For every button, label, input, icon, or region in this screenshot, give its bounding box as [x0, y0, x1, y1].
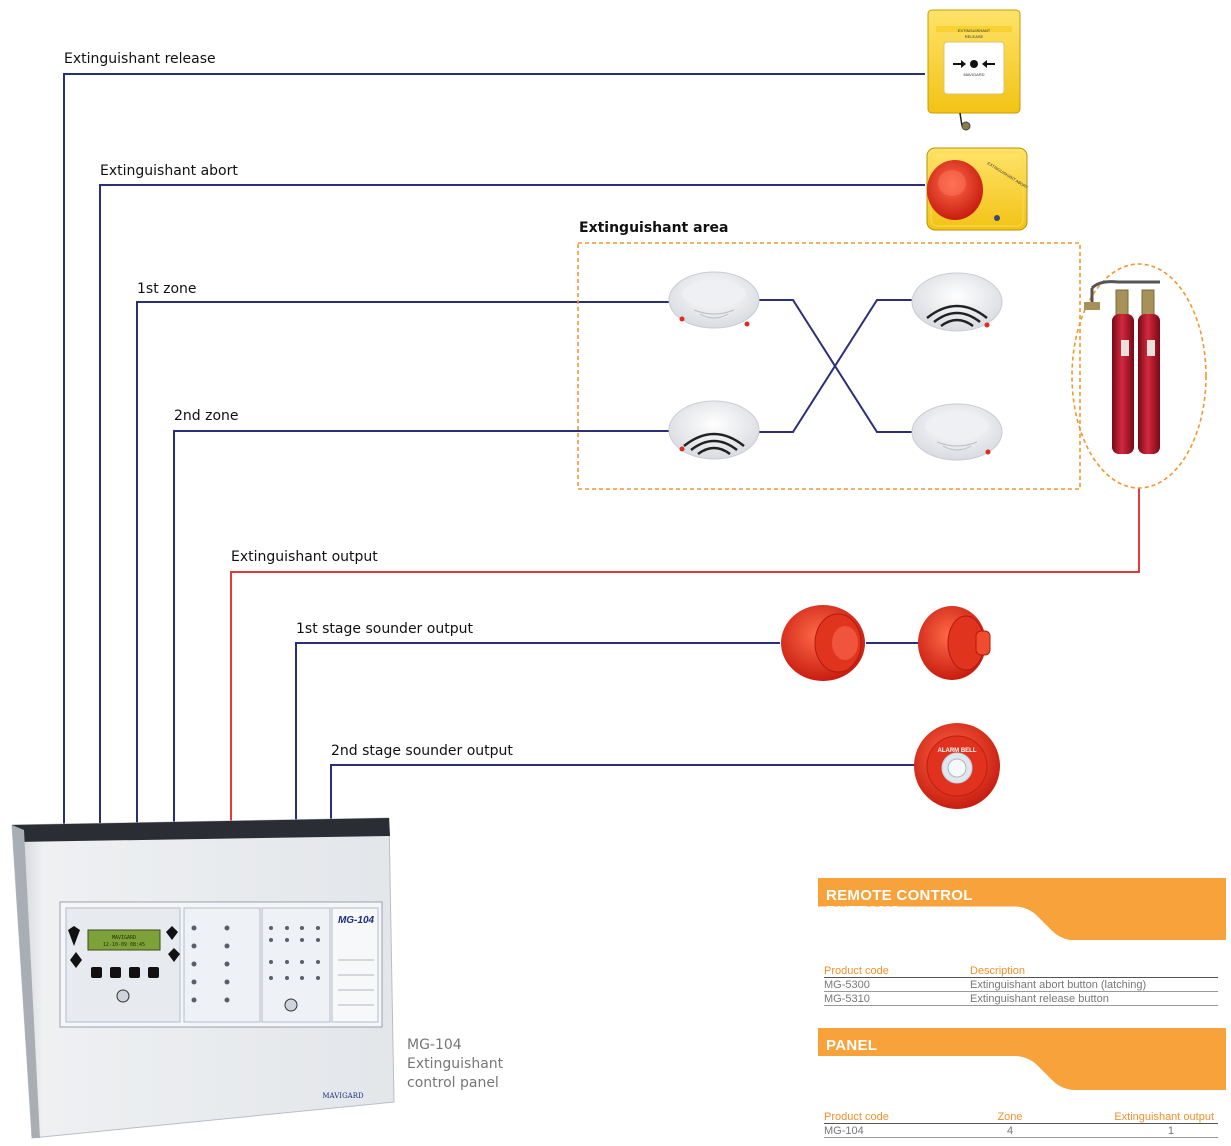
label-zone2: 2nd zone	[174, 408, 239, 424]
panel-models-header: PANEL MODELS	[818, 1028, 1226, 1090]
svg-text:RELEASE: RELEASE	[965, 34, 984, 39]
table-cell: Extinguishant release button	[970, 991, 1218, 1006]
panel-models-table-box: PANEL MODELS Product code Zone Extinguis…	[818, 1028, 1226, 1138]
wires	[63, 73, 925, 825]
extinguishant-cylinders	[1084, 280, 1160, 454]
cylinder-area-boundary	[1071, 263, 1207, 489]
panel-caption: MG-104 Extinguishant control panel	[407, 1036, 503, 1093]
svg-text:MG-104: MG-104	[338, 915, 375, 926]
column-header: Description	[970, 964, 1218, 978]
abort-button: EXTINGUISHANT ABORT	[926, 147, 1029, 231]
label-zone1: 1st zone	[137, 281, 197, 297]
remote-buttons-header: REMOTE CONTROL BUTTONS	[818, 878, 1226, 940]
svg-text:12-10-09 08:45: 12-10-09 08:45	[103, 942, 145, 948]
panel-caption-line: control panel	[407, 1075, 499, 1091]
table-row: MG-5300 Extinguishant abort button (latc…	[824, 977, 1218, 992]
svg-text:MAVIGARD: MAVIGARD	[112, 935, 136, 941]
svg-text:ALARM BELL: ALARM BELL	[938, 748, 977, 754]
extinguishant-area-boundary	[577, 242, 1081, 490]
table-cell: MG-5300	[824, 977, 970, 992]
panel-models-title: PANEL MODELS	[826, 1038, 892, 1070]
table-header-row: Product code Description	[824, 964, 1218, 978]
title-line: PANEL	[826, 1037, 878, 1054]
table-cell: 1	[1054, 1123, 1218, 1138]
table-row: MG-104 4 1	[824, 1123, 1218, 1138]
header-shape	[818, 878, 1226, 940]
table-cell: MG-5310	[824, 991, 970, 1006]
extinguishant-area-title: Extinguishant area	[579, 220, 729, 236]
heat-detector	[668, 400, 760, 460]
release-call-point: EXTINGUISHANT RELEASE MAVIGARD	[927, 9, 1021, 131]
remote-buttons-title: REMOTE CONTROL BUTTONS	[826, 888, 973, 920]
title-line: REMOTE CONTROL	[826, 887, 973, 904]
svg-text:EXTINGUISHANT: EXTINGUISHANT	[958, 28, 991, 33]
remote-buttons-table: Product code Description MG-5300 Extingu…	[824, 964, 1218, 1006]
label-extinguishant-release: Extinguishant release	[64, 51, 216, 67]
title-line: BUTTONS	[826, 903, 901, 920]
panel-caption-line: Extinguishant	[407, 1056, 504, 1072]
wire-sounder2	[330, 764, 915, 825]
header-shape	[818, 1028, 1226, 1090]
alarm-bell: ALARM BELL	[914, 723, 1000, 809]
sounder	[781, 605, 865, 681]
wire-zone1	[136, 301, 670, 825]
svg-text:MAVIGARD: MAVIGARD	[322, 1092, 364, 1100]
smoke-detector	[911, 403, 1003, 461]
column-header: Product code	[824, 964, 970, 978]
wire-extinguishant-abort	[99, 184, 925, 825]
title-line: MODELS	[826, 1053, 892, 1070]
label-extinguishant-output: Extinguishant output	[231, 549, 378, 565]
wire-extinguishant-output	[230, 488, 1140, 825]
panel-models-table: Product code Zone Extinguishant output M…	[824, 1110, 1218, 1138]
table-cell: 4	[970, 1123, 1054, 1138]
table-cell: MG-104	[824, 1123, 970, 1138]
column-header: Extinguishant output	[1054, 1110, 1218, 1124]
label-sounder2: 2nd stage sounder output	[331, 743, 513, 759]
wire-detector-cross-2	[758, 299, 913, 433]
remote-buttons-table-box: REMOTE CONTROL BUTTONS Product code Desc…	[818, 878, 1226, 1006]
table-header-row: Product code Zone Extinguishant output	[824, 1110, 1218, 1124]
smoke-detector	[668, 271, 760, 329]
svg-text:MAVIGARD: MAVIGARD	[963, 72, 984, 77]
wire-sounder1	[295, 642, 780, 825]
sounder-beacon	[918, 606, 991, 680]
column-header: Product code	[824, 1110, 970, 1124]
table-row: MG-5310 Extinguishant release button	[824, 991, 1218, 1006]
control-panel: MAVIGARD 12-10-09 08:45	[11, 817, 395, 1139]
wire-zone2	[173, 430, 670, 825]
table-cell: Extinguishant abort button (latching)	[970, 977, 1218, 992]
panel-caption-line: MG-104	[407, 1037, 462, 1053]
heat-detector	[911, 272, 1003, 332]
label-sounder1: 1st stage sounder output	[296, 621, 473, 637]
column-header: Zone	[970, 1110, 1054, 1124]
label-extinguishant-abort: Extinguishant abort	[100, 163, 238, 179]
wire-extinguishant-release	[63, 73, 925, 825]
